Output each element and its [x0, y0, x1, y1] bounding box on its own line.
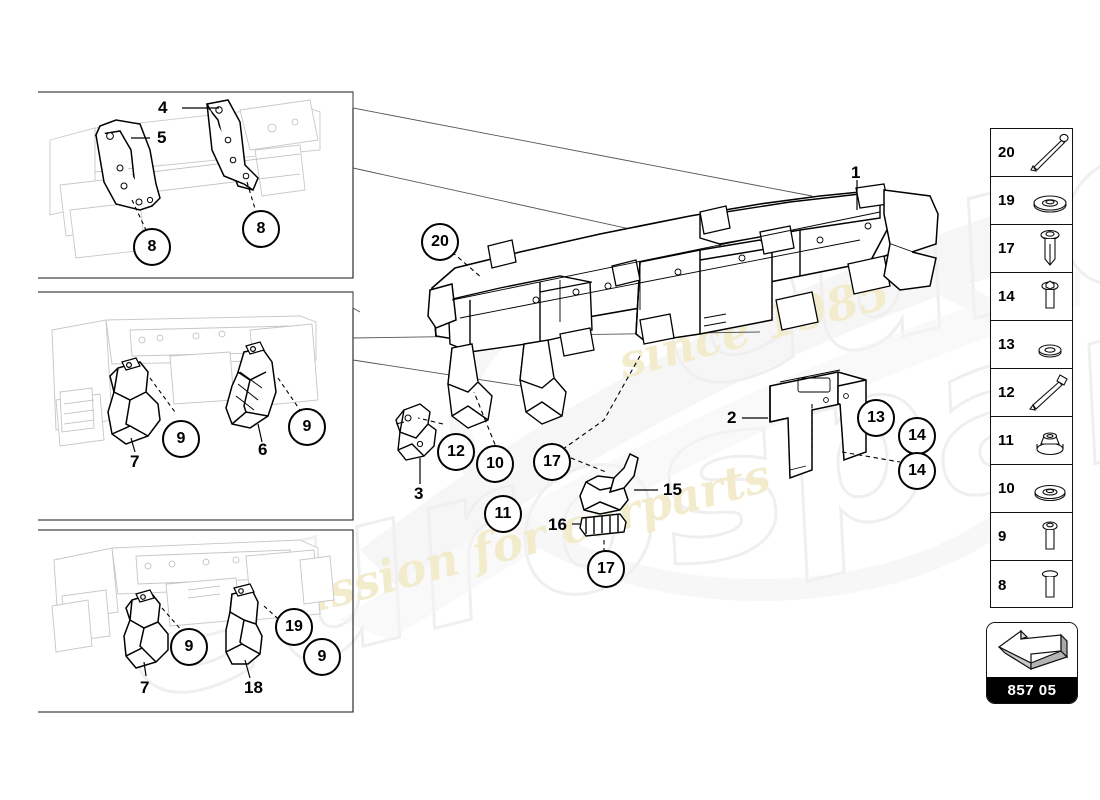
legend-row: 20 — [991, 129, 1072, 177]
fastener-legend: 20 19 — [990, 128, 1073, 608]
legend-row: 8 — [991, 561, 1072, 609]
callout-8-right[interactable]: 8 — [242, 210, 280, 248]
callout-14-upper[interactable]: 14 — [898, 417, 936, 455]
legend-row: 14 — [991, 273, 1072, 321]
flat-head-bolt-icon — [1024, 561, 1072, 609]
legend-number: 20 — [998, 144, 1015, 161]
hex-flange-bolt-icon — [1024, 273, 1072, 320]
callout-20[interactable]: 20 — [421, 223, 459, 261]
pan-head-bolt-icon — [1024, 513, 1072, 560]
legend-number: 10 — [998, 480, 1015, 497]
legend-row: 17 — [991, 225, 1072, 273]
legend-row: 13 — [991, 321, 1072, 369]
label-3: 3 — [414, 484, 424, 503]
label-1: 1 — [851, 163, 861, 182]
arrow-3d-icon — [987, 623, 1077, 677]
legend-row: 9 — [991, 513, 1072, 561]
callout-11[interactable]: 11 — [484, 495, 522, 533]
legend-number: 19 — [998, 192, 1015, 209]
callout-10[interactable]: 10 — [476, 445, 514, 483]
label-15: 15 — [663, 480, 682, 499]
callout-19[interactable]: 19 — [275, 608, 313, 646]
callout-9-bottom-right[interactable]: 9 — [303, 638, 341, 676]
callout-17-upper[interactable]: 17 — [533, 443, 571, 481]
flange-nut-icon — [1024, 417, 1072, 464]
callout-14-lower[interactable]: 14 — [898, 452, 936, 490]
badge-code-text: 857 05 — [987, 677, 1077, 703]
callout-9-bottom-left[interactable]: 9 — [170, 628, 208, 666]
long-bolt-icon — [1024, 129, 1072, 176]
legend-number: 13 — [998, 336, 1015, 353]
label-18: 18 — [244, 678, 263, 697]
callout-12[interactable]: 12 — [437, 433, 475, 471]
legend-number: 9 — [998, 528, 1007, 545]
label-7-bottom: 7 — [140, 678, 150, 697]
legend-number: 17 — [998, 240, 1015, 257]
small-washer-icon — [1024, 321, 1072, 368]
washer-icon — [1024, 465, 1072, 512]
label-4: 4 — [158, 98, 168, 117]
flanged-screw-icon — [1024, 225, 1072, 272]
legend-row: 11 — [991, 417, 1072, 465]
legend-number: 14 — [998, 288, 1015, 305]
label-16: 16 — [548, 515, 567, 534]
legend-row: 10 — [991, 465, 1072, 513]
legend-number: 11 — [998, 432, 1014, 449]
diagram-code-badge[interactable]: 857 05 — [986, 622, 1078, 704]
label-7-mid: 7 — [130, 452, 140, 471]
legend-row: 12 — [991, 369, 1072, 417]
long-screw-icon — [1024, 369, 1072, 416]
callout-17-lower[interactable]: 17 — [587, 550, 625, 588]
legend-number: 8 — [998, 576, 1007, 594]
label-2: 2 — [727, 408, 737, 427]
legend-row: 19 — [991, 177, 1072, 225]
callout-8-left[interactable]: 8 — [133, 228, 171, 266]
callout-13[interactable]: 13 — [857, 399, 895, 437]
callout-9-mid-right[interactable]: 9 — [288, 408, 326, 446]
washer-icon — [1024, 177, 1072, 224]
legend-number: 12 — [998, 384, 1015, 401]
label-6: 6 — [258, 440, 268, 459]
callout-9-mid-left[interactable]: 9 — [162, 420, 200, 458]
label-5: 5 — [157, 128, 167, 147]
